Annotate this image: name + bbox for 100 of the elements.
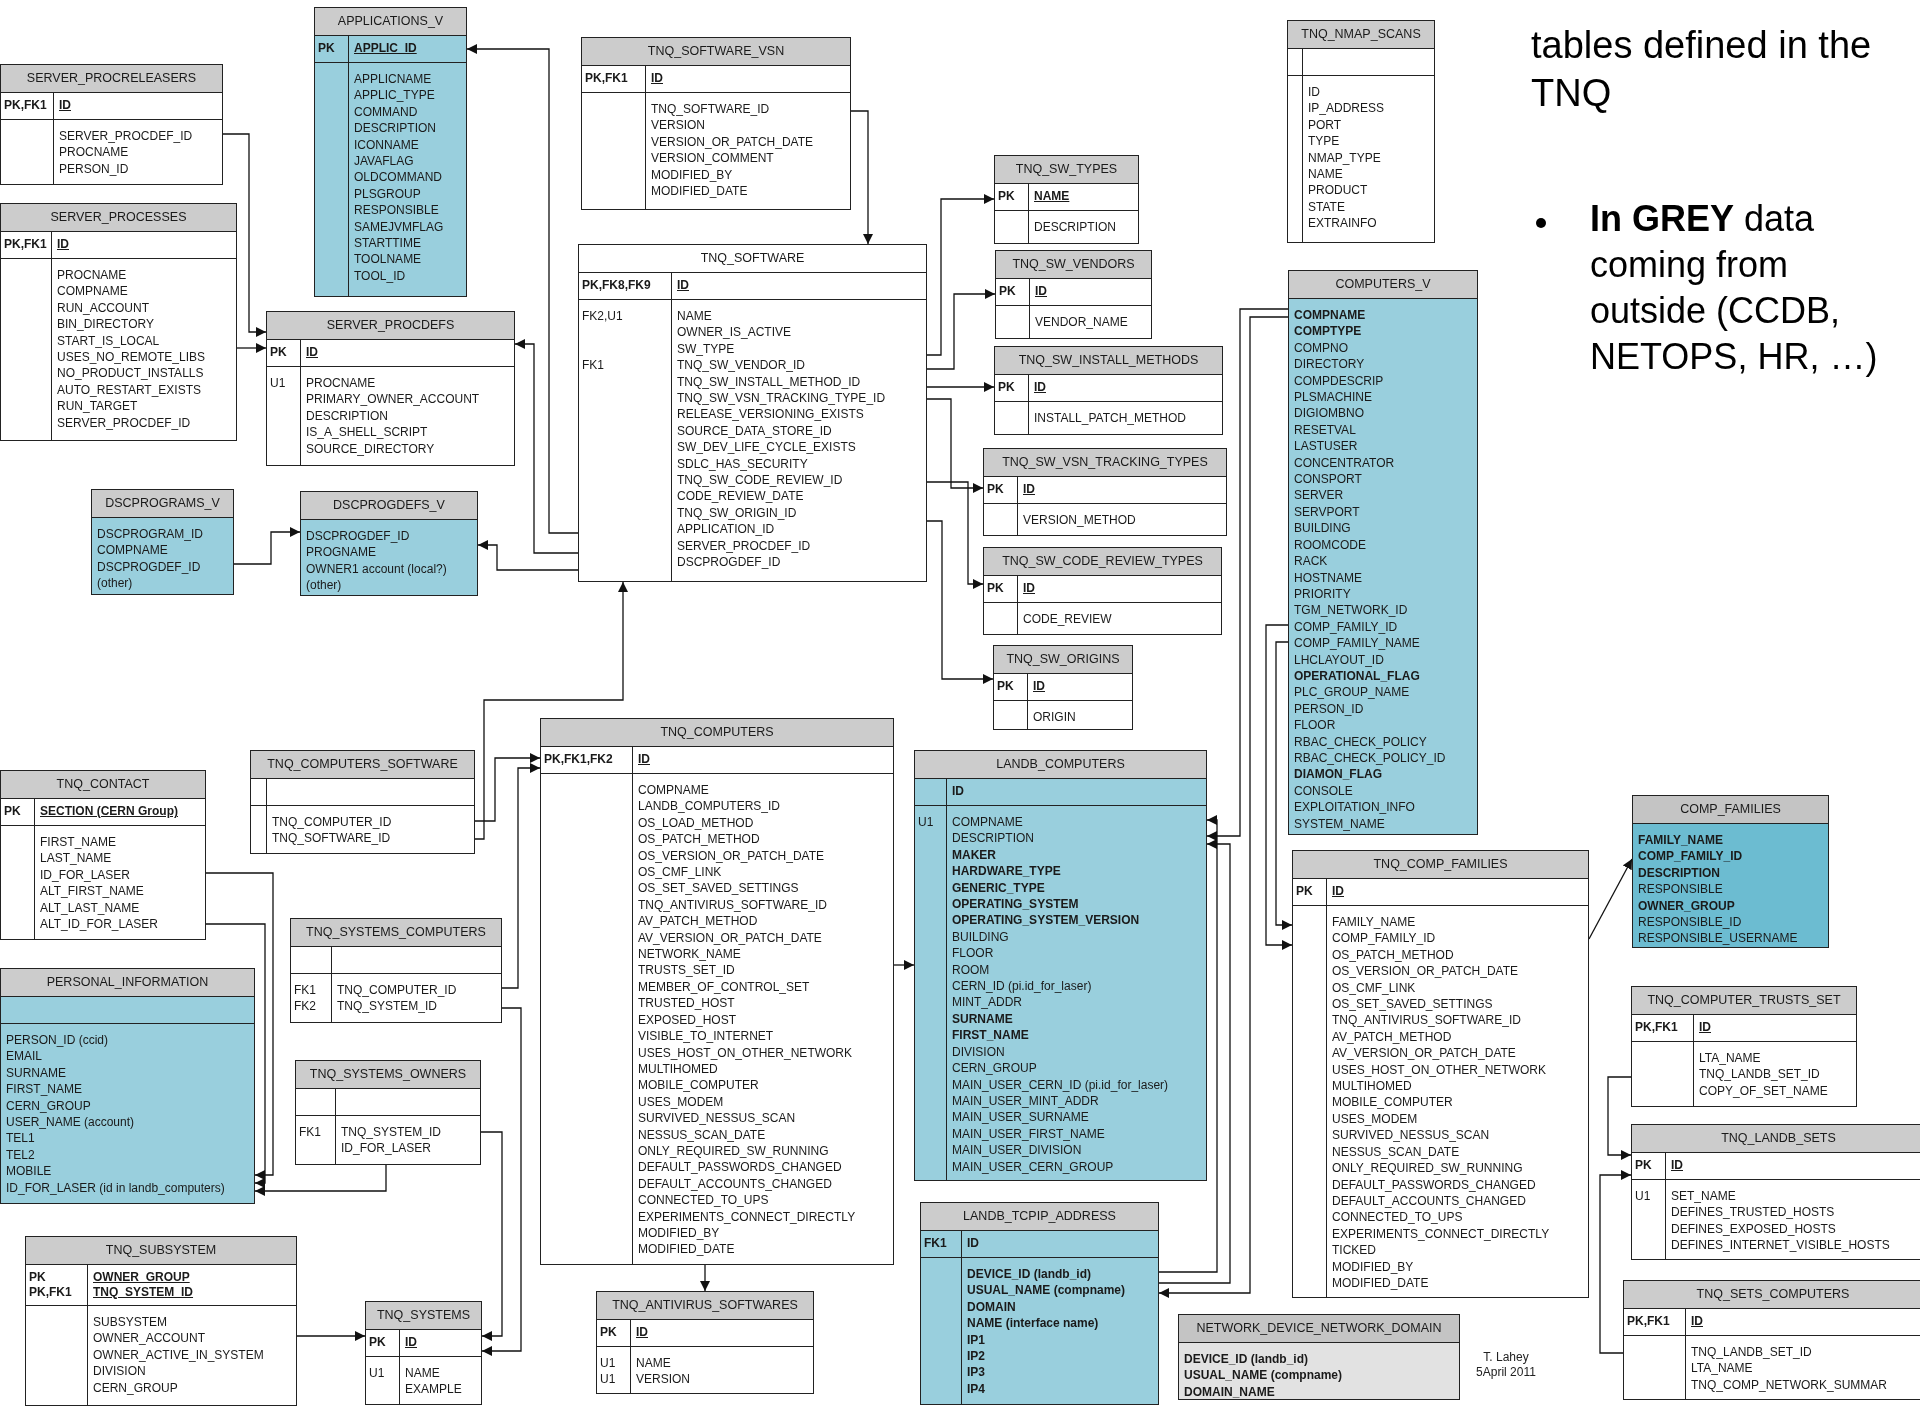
field-list bbox=[984, 602, 1221, 634]
key-label: FK1 bbox=[294, 982, 316, 999]
relationship-arrow bbox=[1206, 308, 1289, 841]
field-name: DSCPROGRAM_ID bbox=[97, 526, 203, 543]
field-name: DIVISION bbox=[952, 1043, 1005, 1061]
entity-table bbox=[995, 250, 1152, 339]
field-name: NO_PRODUCT_INSTALLS bbox=[57, 365, 204, 382]
key-label: PK bbox=[987, 482, 1005, 497]
field-name: DESCRIPTION bbox=[1638, 864, 1720, 882]
primary-key-field: ID bbox=[405, 1335, 417, 1350]
field-name: DEFAULT_PASSWORDS_CHANGED bbox=[1332, 1176, 1536, 1193]
entity-table bbox=[314, 7, 467, 297]
field-name: RESPONSIBLE bbox=[354, 202, 439, 219]
empty-key-row bbox=[251, 778, 474, 805]
entity-table bbox=[0, 203, 237, 441]
table-title: TNQ_CONTACT bbox=[56, 776, 150, 794]
table-title: TNQ_SW_TYPES bbox=[1015, 161, 1118, 179]
field-list bbox=[1, 825, 205, 939]
entity-table bbox=[250, 750, 475, 854]
field-name: COMP_FAMILY_NAME bbox=[1294, 635, 1420, 652]
relationship-arrow bbox=[926, 520, 994, 684]
field-name: RBAC_CHECK_POLICY bbox=[1294, 733, 1427, 750]
field-name: ALT_FIRST_NAME bbox=[40, 883, 144, 900]
field-name: COMP_FAMILY_ID bbox=[1294, 618, 1398, 636]
field-name: ID bbox=[1308, 84, 1320, 101]
field-list bbox=[251, 805, 474, 853]
primary-key-field: ID bbox=[1023, 482, 1035, 497]
field-name: OS_CMF_LINK bbox=[1332, 979, 1416, 997]
field-name: AUTO_RESTART_EXISTS bbox=[57, 381, 202, 399]
field-name: DESCRIPTION bbox=[354, 120, 436, 137]
key-label: FK1 bbox=[582, 357, 604, 374]
field-name: MULTIHOMED bbox=[1332, 1078, 1412, 1095]
field-name: TOOLNAME bbox=[354, 251, 422, 268]
field-name: DIAMON_FLAG bbox=[1294, 766, 1382, 783]
field-name: FAMILY_NAME bbox=[1638, 832, 1723, 849]
table-title: LANDB_COMPUTERS bbox=[996, 756, 1125, 774]
key-row bbox=[541, 746, 893, 773]
key-row bbox=[366, 1329, 481, 1356]
field-name: MODIFIED_DATE bbox=[1332, 1274, 1429, 1292]
field-name: NAME bbox=[1308, 166, 1343, 183]
key-label: U1 bbox=[600, 1355, 616, 1372]
field-list bbox=[995, 401, 1222, 434]
relationship-arrow bbox=[1265, 624, 1293, 950]
field-name: SOURCE_DATA_STORE_ID bbox=[677, 422, 832, 440]
field-name: NAME (interface name) bbox=[967, 1315, 1099, 1332]
field-name: RELEASE_VERSIONING_EXISTS bbox=[677, 406, 864, 423]
field-name: CERN_GROUP bbox=[6, 1097, 91, 1115]
relationship-arrow bbox=[233, 527, 301, 565]
empty-key-row bbox=[291, 946, 501, 973]
field-name: DEVICE_ID (landb_id) bbox=[1184, 1351, 1308, 1368]
key-label: PK bbox=[1635, 1158, 1653, 1173]
primary-key-field: ID bbox=[1034, 380, 1046, 395]
field-name: SERVER_PROCDEF_ID bbox=[677, 537, 811, 555]
key-row bbox=[995, 183, 1138, 210]
entity-table bbox=[91, 489, 234, 595]
primary-key-field: ID bbox=[638, 752, 650, 767]
field-name: RBAC_CHECK_POLICY_ID bbox=[1294, 749, 1446, 767]
field-name: COMPNAME bbox=[638, 782, 709, 799]
field-name: TEL1 bbox=[6, 1130, 35, 1147]
entity-table bbox=[596, 1291, 814, 1394]
key-row bbox=[994, 673, 1132, 700]
entity-table bbox=[365, 1301, 482, 1405]
field-list bbox=[1288, 75, 1434, 242]
field-name: CONNECTED_TO_UPS bbox=[638, 1192, 769, 1209]
field-name: ORIGIN bbox=[1033, 709, 1076, 726]
primary-key-field: ID bbox=[1332, 884, 1344, 899]
field-name: RACK bbox=[1294, 553, 1328, 570]
field-name: SERVER bbox=[1294, 487, 1344, 504]
table-title: SERVER_PROCESSES bbox=[50, 209, 187, 227]
field-name: LANDB_COMPUTERS_ID bbox=[638, 798, 781, 815]
primary-key-field: SECTION (CERN Group) bbox=[40, 804, 178, 819]
field-name: (other) bbox=[97, 575, 133, 592]
relationship-arrow bbox=[474, 753, 541, 822]
field-name: TNQ_SOFTWARE_ID bbox=[272, 830, 391, 847]
field-name: COMPDESCRIP bbox=[1294, 372, 1384, 390]
field-name: CERN_GROUP bbox=[952, 1060, 1037, 1077]
table-title: TNQ_SW_CODE_REVIEW_TYPES bbox=[1002, 553, 1203, 571]
relationship-arrow bbox=[474, 581, 628, 840]
primary-key-field: ID bbox=[1699, 1020, 1711, 1035]
field-name: PERSON_ID (ccid) bbox=[6, 1032, 109, 1049]
empty-key-row bbox=[296, 1088, 480, 1115]
table-title: TNQ_SYSTEMS bbox=[376, 1307, 471, 1325]
field-name: APPLIC_TYPE bbox=[354, 87, 435, 104]
key-label: U1 bbox=[270, 375, 286, 392]
field-name: MODIFIED_DATE bbox=[651, 183, 748, 200]
relationship-arrow bbox=[481, 1007, 522, 1356]
key-label: PK bbox=[987, 581, 1005, 596]
field-name: TEL2 bbox=[6, 1146, 35, 1164]
field-name: OS_VERSION_OR_PATCH_DATE bbox=[1332, 963, 1519, 980]
field-list bbox=[267, 366, 514, 465]
field-name: TNQ_SW_VENDOR_ID bbox=[677, 357, 806, 374]
field-list bbox=[296, 1115, 480, 1164]
table-title: TNQ_SW_ORIGINS bbox=[1006, 651, 1120, 669]
field-name: VENDOR_NAME bbox=[1035, 314, 1128, 331]
relationship-arrow bbox=[700, 1264, 710, 1292]
table-title: COMPUTERS_V bbox=[1335, 276, 1431, 294]
key-label: FK2,U1 bbox=[582, 308, 623, 325]
field-name: NAME bbox=[405, 1365, 440, 1382]
field-name: ONLY_REQUIRED_SW_RUNNING bbox=[1332, 1160, 1523, 1177]
primary-key-field: ID bbox=[1033, 679, 1045, 694]
